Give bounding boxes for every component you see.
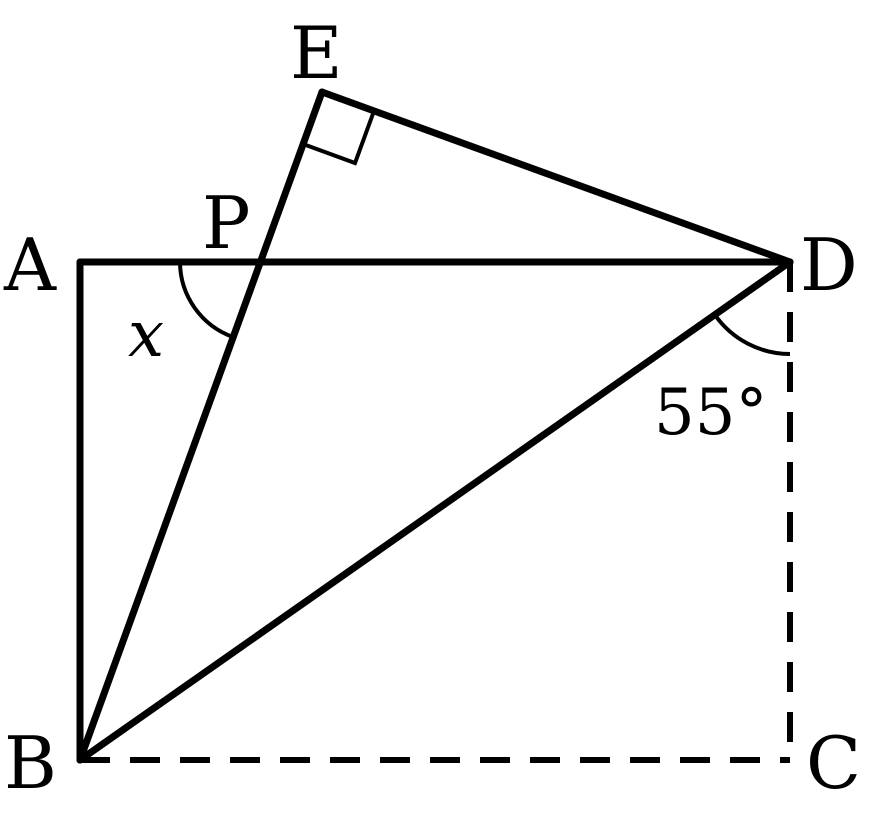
right-angle-marker-e	[302, 110, 376, 166]
angle-label-55: 55°	[654, 376, 767, 450]
point-label-p: P	[202, 181, 250, 265]
angle-arc-x	[178, 261, 234, 339]
point-label-e: E	[290, 11, 343, 95]
segment-be	[76, 88, 326, 764]
segment-bd	[76, 258, 794, 764]
point-label-d: D	[800, 223, 858, 307]
point-label-b: B	[4, 721, 57, 805]
point-label-c: C	[806, 721, 861, 805]
angle-arc-55	[713, 313, 791, 356]
point-label-a: A	[3, 223, 57, 307]
segment-ed	[318, 88, 794, 266]
angle-label-x: x	[128, 298, 164, 372]
